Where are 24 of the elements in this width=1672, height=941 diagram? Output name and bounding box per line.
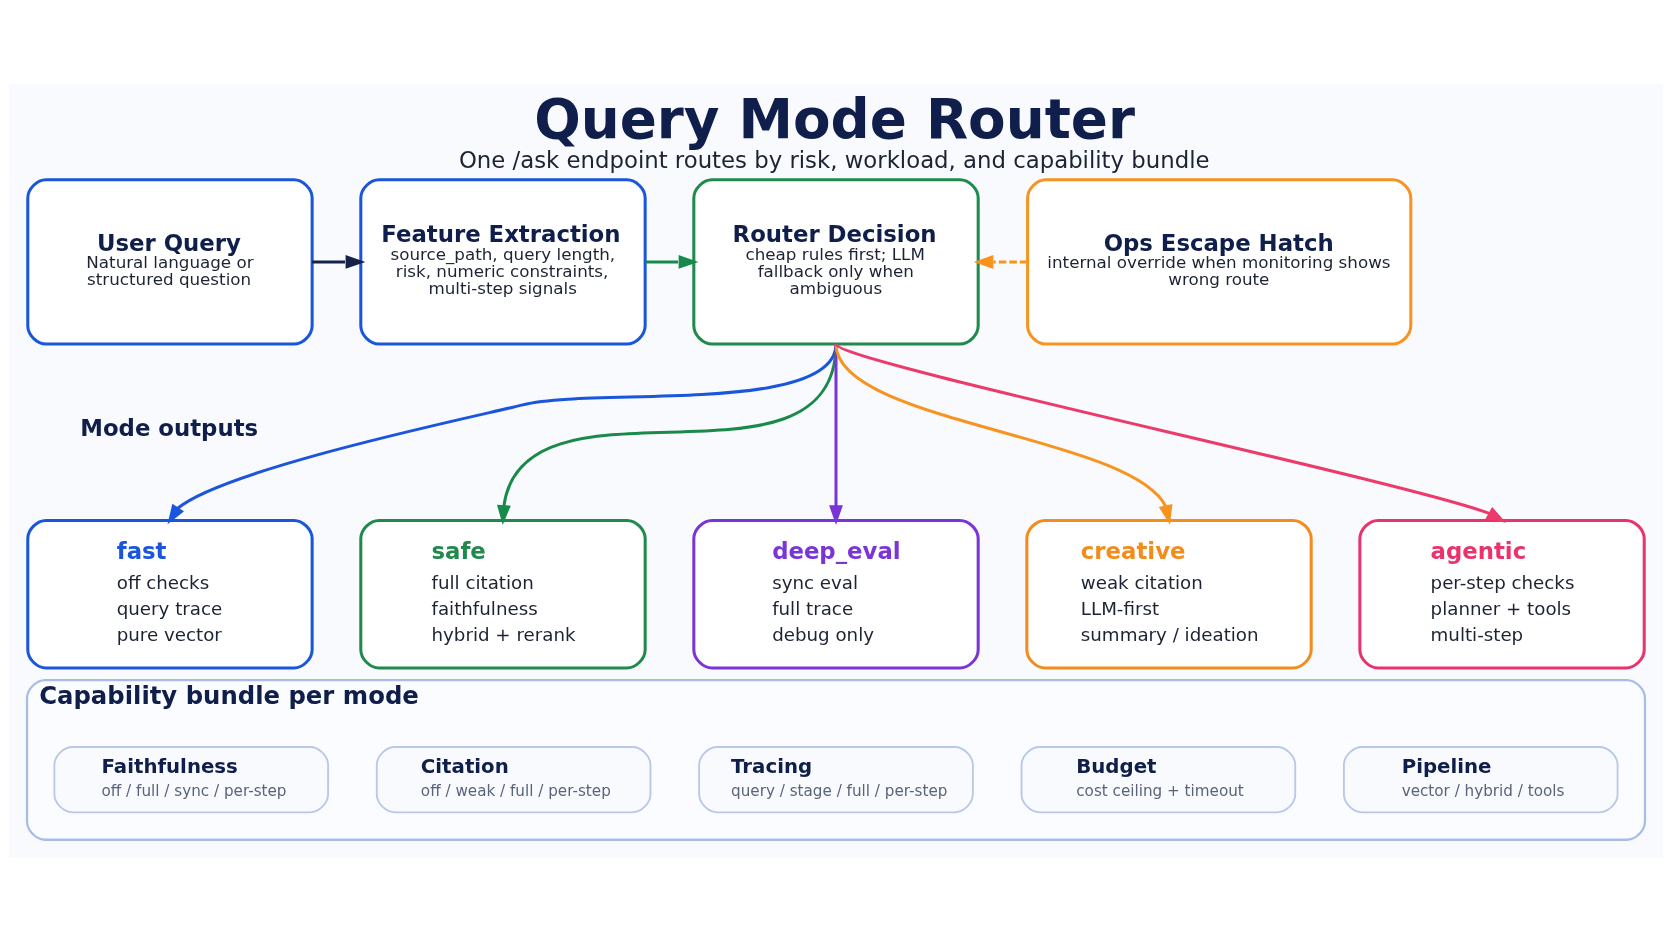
node-box: Router Decision cheap rules first; LLM fallback only when ambiguous bbox=[692, 177, 980, 346]
node-box: fast off checks query trace pure vector bbox=[26, 518, 314, 669]
node-box: creative weak citation LLM-first summary / ideation bbox=[1025, 518, 1313, 669]
arrow bbox=[312, 254, 366, 269]
arrow bbox=[829, 343, 843, 525]
arrow bbox=[834, 343, 1173, 525]
arrow bbox=[973, 254, 1028, 269]
node-box: User Query Natural language or structured question bbox=[26, 177, 314, 346]
arrow bbox=[835, 342, 1507, 523]
arrow bbox=[167, 343, 838, 524]
node-box: Faithfulness off / full / sync / per-step bbox=[53, 745, 330, 813]
node-box: Citation off / weak / full / per-step bbox=[375, 745, 652, 813]
node-box: Feature Extraction source_path, query length, risk, numeric constraints, multi-step signals bbox=[359, 177, 647, 346]
diagram-title: Query Mode Router bbox=[534, 86, 1135, 151]
node-box: safe full citation faithfulness hybrid + rerank bbox=[359, 518, 647, 669]
arrow bbox=[645, 254, 699, 269]
node-box: Tracing query / stage / full / per-step bbox=[698, 745, 974, 813]
node-box: agentic per-step checks planner + tools multi-step bbox=[1358, 518, 1646, 669]
label: Mode outputs bbox=[80, 414, 259, 441]
arrow bbox=[497, 343, 838, 525]
node-box: Pipeline vector / hybrid / tools bbox=[1343, 745, 1619, 813]
node-box: deep_eval sync eval full trace debug only bbox=[692, 518, 980, 669]
node-box: Ops Escape Hatch internal override when monitoring shows wrong route bbox=[1026, 177, 1413, 346]
node-box: Budget cost ceiling + timeout bbox=[1020, 745, 1297, 813]
